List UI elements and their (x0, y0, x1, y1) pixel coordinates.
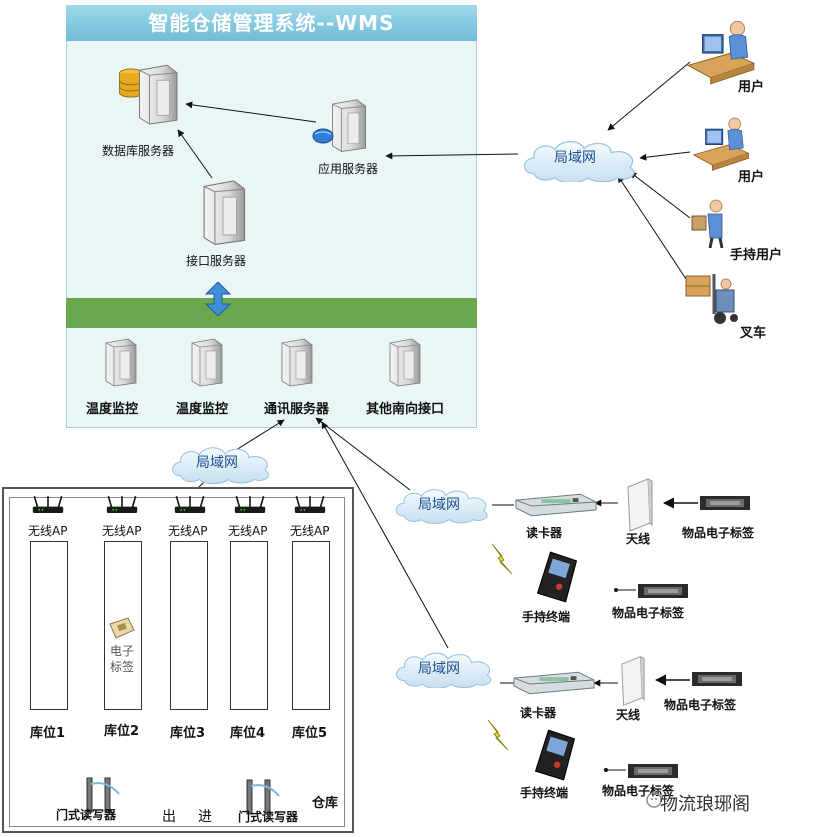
user-1-label: 用户 (738, 80, 765, 95)
handheld-user-label: 手持用户 (730, 248, 783, 263)
warehouse-lan-label: 局域网 (196, 455, 238, 471)
antenna-2-label: 天线 (616, 708, 641, 722)
globe-icon (312, 128, 334, 144)
item-tag-2b-label: 物品电子标签 (602, 784, 675, 798)
card-reader-2-label: 读卡器 (520, 706, 557, 720)
main-lan-label: 局域网 (554, 150, 596, 166)
card-reader-1-label: 读卡器 (526, 526, 563, 540)
user-2-label: 用户 (738, 170, 765, 185)
forklift-label: 叉车 (740, 326, 767, 341)
db-server-label: 数据库服务器 (102, 144, 175, 158)
slot-label-5: 库位5 (292, 726, 328, 741)
storage-slot-4 (230, 541, 268, 710)
gate-reader-right-label: 门式读写器 (238, 810, 299, 824)
tag-label-line2: 标签 (110, 660, 135, 674)
interface-server-label: 接口服务器 (186, 254, 247, 268)
app-server-icon (332, 99, 367, 152)
wireless-signal-1-icon (491, 543, 513, 575)
wireless-signal-2-icon (487, 719, 509, 751)
antenna-1-icon (627, 478, 653, 532)
storage-slot-3 (170, 541, 208, 710)
warehouse-label: 仓库 (312, 796, 339, 811)
item-tag-1b-label: 物品电子标签 (612, 606, 685, 620)
app-server-label: 应用服务器 (318, 162, 379, 176)
watermark: 物流琅琊阁 (660, 794, 750, 815)
comm-server-label: 通讯服务器 (264, 402, 330, 417)
user-2-icon (693, 117, 749, 171)
enter-label: 进 (198, 809, 212, 825)
slot-label-4: 库位4 (230, 726, 266, 741)
card-reader-2-icon (513, 671, 595, 695)
slot-label-3: 库位3 (170, 726, 206, 741)
temp-monitor-2-label: 温度监控 (176, 402, 229, 417)
ap-label-5: 无线AP (290, 524, 330, 538)
wireless-ap-1-icon (31, 495, 65, 514)
temp-monitor-1-server-icon (105, 338, 137, 387)
item-tag-2a-label: 物品电子标签 (664, 698, 737, 712)
other-interface-label: 其他南向接口 (366, 402, 445, 417)
handheld-terminal-2-icon (534, 729, 576, 781)
bidirectional-arrow-icon (204, 282, 232, 316)
ap-label-3: 无线AP (168, 524, 208, 538)
item-tag-1a-label: 物品电子标签 (682, 526, 755, 540)
temp-monitor-2-server-icon (191, 338, 223, 387)
handheld-terminal-1-label: 手持终端 (522, 610, 571, 624)
temp-monitor-1-label: 温度监控 (86, 402, 139, 417)
wms-title: 智能仓储管理系统--WMS (66, 5, 477, 41)
reader-1-lan-label: 局域网 (418, 497, 460, 513)
storage-slot-1 (30, 541, 68, 710)
handheld-terminal-2-label: 手持终端 (520, 786, 569, 800)
other-interface-server-icon (389, 338, 421, 387)
wireless-ap-5-icon (293, 495, 327, 514)
wireless-ap-2-icon (105, 495, 139, 514)
tag-label-line1: 电子 (110, 644, 135, 658)
antenna-1-label: 天线 (626, 532, 651, 546)
gate-reader-left-label: 门式读写器 (56, 808, 117, 822)
item-tag-1a-icon (700, 496, 750, 510)
interface-server-icon (203, 180, 246, 245)
wms-interface-band (66, 298, 477, 328)
ap-label-4: 无线AP (228, 524, 268, 538)
db-server-icon (138, 64, 178, 125)
wechat-logo-icon (646, 792, 662, 808)
comm-server-icon (281, 338, 313, 387)
storage-slot-5 (292, 541, 330, 710)
wireless-ap-3-icon (173, 495, 207, 514)
wireless-ap-4-icon (233, 495, 267, 514)
forklift-icon (684, 272, 740, 326)
handheld-terminal-1-icon (536, 551, 578, 603)
handheld-user-icon (690, 198, 724, 248)
slot-label-2: 库位2 (104, 724, 140, 739)
card-reader-1-icon (515, 493, 597, 517)
item-tag-2a-icon (692, 672, 742, 686)
ap-label-2: 无线AP (102, 524, 142, 538)
antenna-2-icon (621, 656, 645, 706)
item-tag-2b-icon (628, 764, 678, 778)
item-tag-1b-icon (638, 584, 688, 598)
reader-2-lan-label: 局域网 (418, 661, 460, 677)
rfid-tag-icon (109, 617, 135, 639)
slot-label-1: 库位1 (30, 726, 66, 741)
exit-label: 出 (162, 809, 176, 825)
ap-label-1: 无线AP (28, 524, 68, 538)
